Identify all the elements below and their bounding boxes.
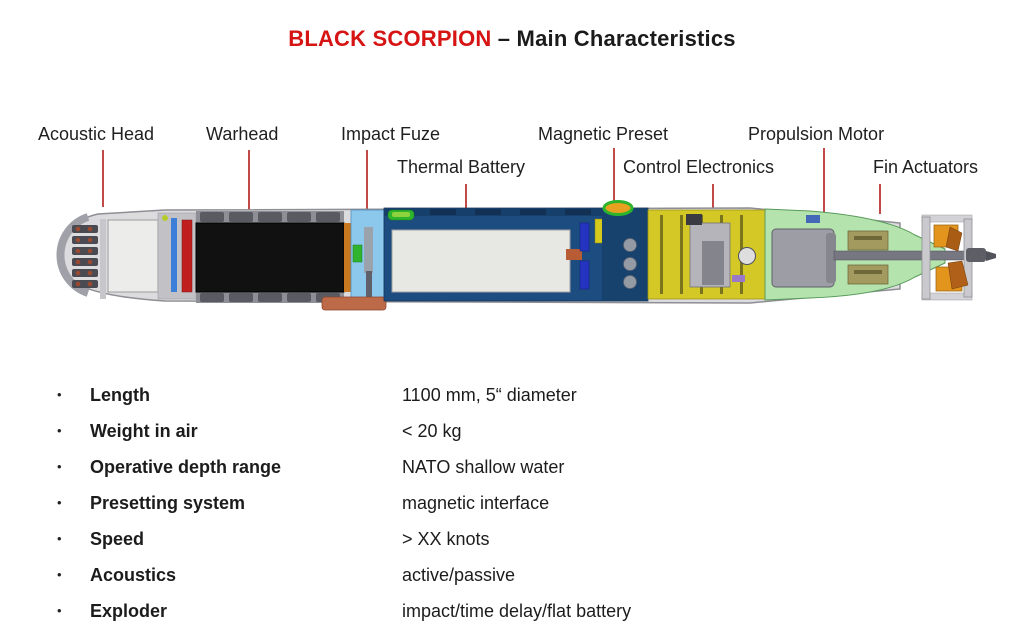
title-rest: – Main Characteristics (497, 26, 736, 51)
spec-row-acoustics: • Acoustics active/passive (0, 563, 1024, 589)
spec-value: < 20 kg (402, 421, 462, 441)
component-label-thermal-battery: Thermal Battery (397, 157, 526, 177)
spec-row-length: • Length 1100 mm, 5“ diameter (0, 383, 1024, 409)
spec-row-speed: • Speed > XX knots (0, 527, 1024, 553)
component-label-control-electronics: Control Electronics (623, 157, 775, 177)
spec-label: Acoustics (90, 565, 177, 585)
forward-bulkhead (157, 212, 197, 300)
page-title: BLACK SCORPION – Main Characteristics (0, 26, 1024, 52)
bullet-icon: • (57, 387, 62, 402)
spec-row-presetting: • Presetting system magnetic interface (0, 491, 1024, 517)
spec-label: Weight in air (90, 421, 198, 441)
spec-label: Speed (90, 529, 145, 549)
spec-label: Exploder (90, 601, 168, 621)
leader-line-acoustic-head (102, 150, 104, 207)
leader-line-magnetic-preset (613, 148, 615, 208)
spec-row-depth-range: • Operative depth range NATO shallow wat… (0, 455, 1024, 481)
propeller (945, 226, 996, 290)
fin-actuators-section (833, 230, 985, 285)
bullet-icon: • (57, 423, 62, 438)
spec-value: > XX knots (402, 529, 490, 549)
component-label-impact-fuze: Impact Fuze (341, 124, 441, 144)
magnetic-preset-marker (602, 200, 634, 216)
spec-value: 1100 mm, 5“ diameter (402, 385, 577, 405)
warhead-section (195, 211, 351, 303)
component-label-propulsion-motor: Propulsion Motor (748, 124, 885, 144)
spec-row-exploder: • Exploder impact/time delay/flat batter… (0, 599, 1024, 625)
component-label-warhead: Warhead (206, 124, 279, 144)
title-brand: BLACK SCORPION (288, 26, 492, 51)
leader-line-impact-fuze (366, 150, 368, 240)
spec-value: NATO shallow water (402, 457, 565, 477)
leader-line-propulsion-motor (823, 148, 825, 253)
acoustic-head-section (56, 213, 159, 299)
midbody-hull-section (383, 200, 649, 302)
leader-line-fin-actuators (879, 184, 881, 214)
leader-line-warhead (248, 150, 250, 243)
bullet-icon: • (57, 531, 62, 546)
spec-value: magnetic interface (402, 493, 550, 513)
bullet-icon: • (57, 567, 62, 582)
propulsion-motor (771, 228, 835, 288)
spec-label: Presetting system (90, 493, 246, 513)
thermal-battery-box (391, 229, 571, 293)
component-label-acoustic-head: Acoustic Head (38, 124, 155, 144)
spec-row-weight: • Weight in air < 20 kg (0, 419, 1024, 445)
spec-label: Operative depth range (90, 457, 282, 477)
control-electronics-section (647, 209, 766, 300)
torpedo-cutaway-illustration (56, 200, 996, 311)
spec-value: impact/time delay/flat battery (402, 601, 632, 621)
bullet-icon: • (57, 459, 62, 474)
impact-fuze-section (321, 209, 387, 311)
spec-value: active/passive (402, 565, 516, 585)
bullet-icon: • (57, 495, 62, 510)
component-label-magnetic-preset: Magnetic Preset (538, 124, 669, 144)
bullet-icon: • (57, 603, 62, 618)
spec-label: Length (90, 385, 150, 405)
component-label-fin-actuators: Fin Actuators (873, 157, 979, 177)
